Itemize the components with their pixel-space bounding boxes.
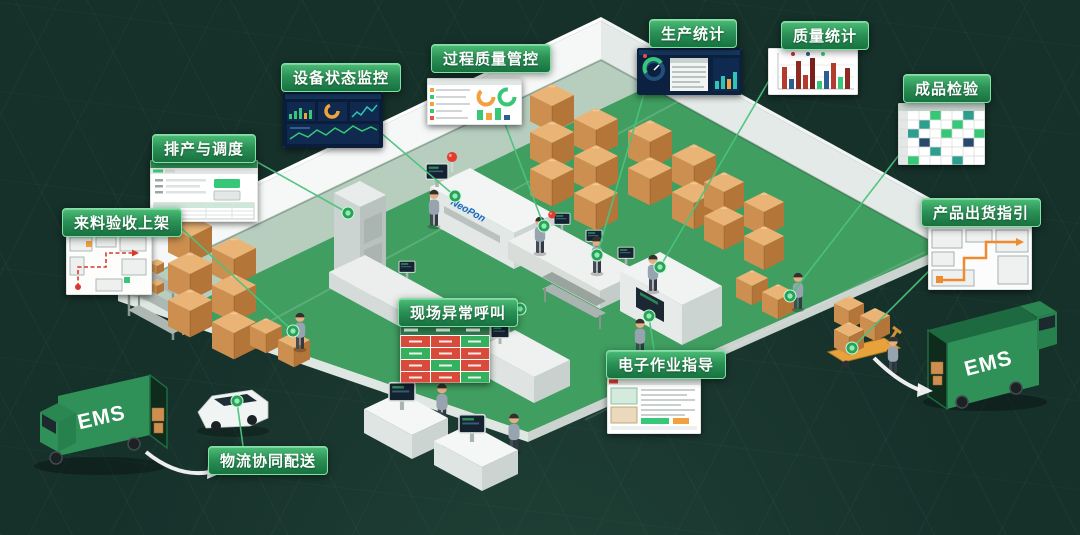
truck-left: EMS [34,373,168,475]
connector-dot [653,260,667,274]
pcb-rack [542,272,606,329]
connector-dot [537,219,551,233]
connector-dot [783,289,797,303]
label-logistics-delivery[interactable]: 物流协同配送 [208,446,329,475]
connector-dot [448,189,462,203]
thumbnail-process-quality-dashboard [427,78,522,125]
thumbnail-final-inspection-grid [898,103,985,165]
connector-line [789,154,900,297]
label-exception-call[interactable]: 现场异常呼叫 [398,298,519,327]
connector-dot [230,394,244,408]
label-incoming-receiving[interactable]: 来料验收上架 [62,208,183,237]
label-equipment-status[interactable]: 设备状态监控 [281,63,402,92]
loading-arrow-icon [872,356,933,397]
connector-line [236,401,244,447]
label-shipping-guide[interactable]: 产品出货指引 [921,198,1042,227]
connector-line [504,123,545,227]
thumbnail-work-instructions-doc [607,378,701,434]
truck-right: EMS [923,301,1057,411]
connector-line [380,132,456,197]
thumbnail-incoming-route-map [66,233,152,295]
connector-dot [845,341,859,355]
label-process-quality[interactable]: 过程质量管控 [431,44,552,73]
thumbnail-shipping-guide-map [928,226,1032,290]
connector-dot [341,206,355,220]
label-production-stats[interactable]: 生产统计 [649,19,738,48]
connector-line [249,157,349,214]
connector-line [179,226,294,332]
thumbnail-equipment-status-dashboard [283,92,383,148]
label-scheduling[interactable]: 排产与调度 [152,134,257,163]
label-work-instructions[interactable]: 电子作业指导 [606,350,727,379]
andon-station-machine [479,301,570,403]
label-quality-stats[interactable]: 质量统计 [781,21,870,50]
aoi-inspection-machine [620,252,722,345]
connector-line [659,47,789,268]
connector-dot [590,248,604,262]
thumbnail-quality-stats-chart [768,48,858,95]
connector-line [851,269,931,349]
office-desk-area [364,381,521,491]
delivery-van [197,389,269,437]
connector-dot [642,309,656,323]
connector-dot [286,324,300,338]
label-final-inspection[interactable]: 成品检验 [903,74,992,103]
thumbnail-andon-board [400,326,490,383]
thumbnail-production-stats-dashboard [637,48,742,95]
connector-line [648,316,655,351]
